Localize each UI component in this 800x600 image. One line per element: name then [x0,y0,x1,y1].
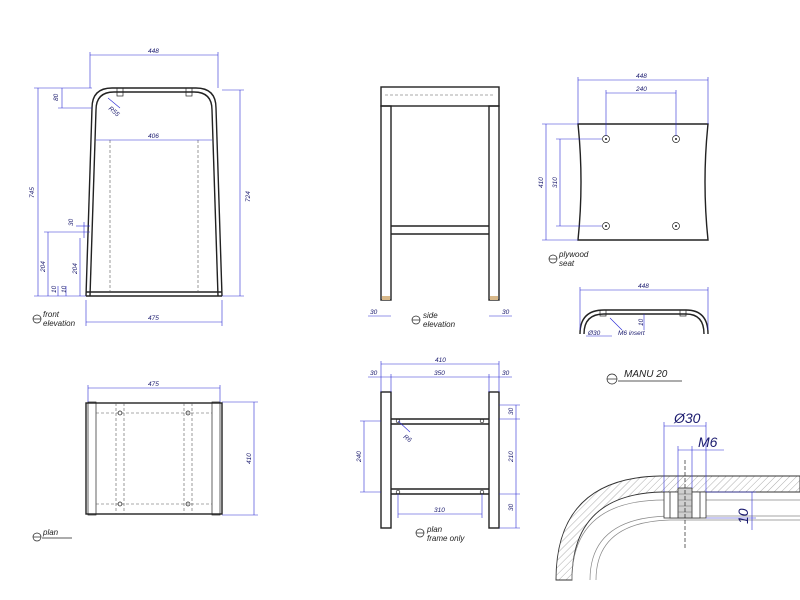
dim-small-a: 10 [51,285,58,293]
dim-frame-inner-bottom: 310 [434,507,445,514]
dim-section-hole: Ø30 [587,330,601,337]
dim-height-total: 745 [29,187,36,198]
dim-detail-thickness: 10 [735,508,751,524]
plywood-seat-label-2: seat [559,259,575,268]
dim-hole-spacing: 240 [635,86,647,93]
side-elevation-label-1: side [423,311,438,320]
dim-seat-thickness: 80 [53,93,60,101]
dim-height-right: 724 [245,191,252,202]
dim-frame-inner: 350 [434,370,445,377]
plan-frame-view: 410 30 350 30 240 R6 30 210 30 310 plan … [356,357,520,543]
dim-rail-height-b: 204 [72,263,79,275]
dim-seat-depth: 410 [538,177,545,188]
dim-section-insert: M6 insert [618,330,646,337]
dim-frame-mid: 210 [508,451,515,463]
dim-detail-bolt: M6 [698,434,718,450]
dim-base-width: 475 [148,315,159,322]
side-elevation-view: 30 30 side elevation [368,86,512,329]
dim-frame-total: 410 [435,357,446,364]
side-elevation-label-2: elevation [423,320,456,329]
dim-inner-width: 406 [148,133,159,140]
dim-frame-bottom-rail: 30 [508,503,515,511]
dim-small-b: 10 [61,285,68,293]
dim-frame-leg-right: 30 [502,370,510,377]
detail-view: Ø30 M6 10 [555,410,800,581]
dim-leg-left: 30 [370,309,378,316]
dim-frame-rail-span: 240 [356,451,363,463]
dim-rail-gap: 30 [68,218,75,226]
plywood-seat-label-1: plywood [558,250,589,259]
dim-section-thickness: 10 [638,318,645,326]
plywood-seat-view: 448 240 410 310 plywood seat [538,73,709,268]
dim-frame-leg-left: 30 [370,370,378,377]
front-elevation-label-1: front [43,310,60,319]
plan-view: 475 410 plan [32,381,258,542]
drawing-title: MANU 20 [624,369,668,380]
dim-frame-radius: R6 [402,434,413,445]
dim-radius: R55 [107,105,121,118]
dim-leg-right: 30 [502,309,510,316]
seat-section-view: 448 Ø30 M6 insert 10 [579,283,709,337]
dim-frame-top-rail: 30 [508,407,515,415]
front-elevation-label-2: elevation [43,319,76,328]
plan-frame-label-2: frame only [427,534,465,543]
dim-seat-width: 448 [636,73,647,80]
title-block: MANU 20 [606,369,682,385]
front-elevation-view: 448 406 R55 80 745 724 204 204 30 [29,48,252,328]
dim-detail-hole: Ø30 [673,410,701,426]
dim-plan-depth: 410 [246,453,253,464]
dim-plan-width: 475 [148,381,159,388]
dim-hole-depth: 310 [552,177,559,188]
dim-rail-height-a: 204 [40,261,47,273]
dim-section-width: 448 [638,283,649,290]
plan-frame-label-1: plan [426,525,443,534]
plan-label: plan [42,528,59,537]
dim-top-width: 448 [148,48,159,55]
